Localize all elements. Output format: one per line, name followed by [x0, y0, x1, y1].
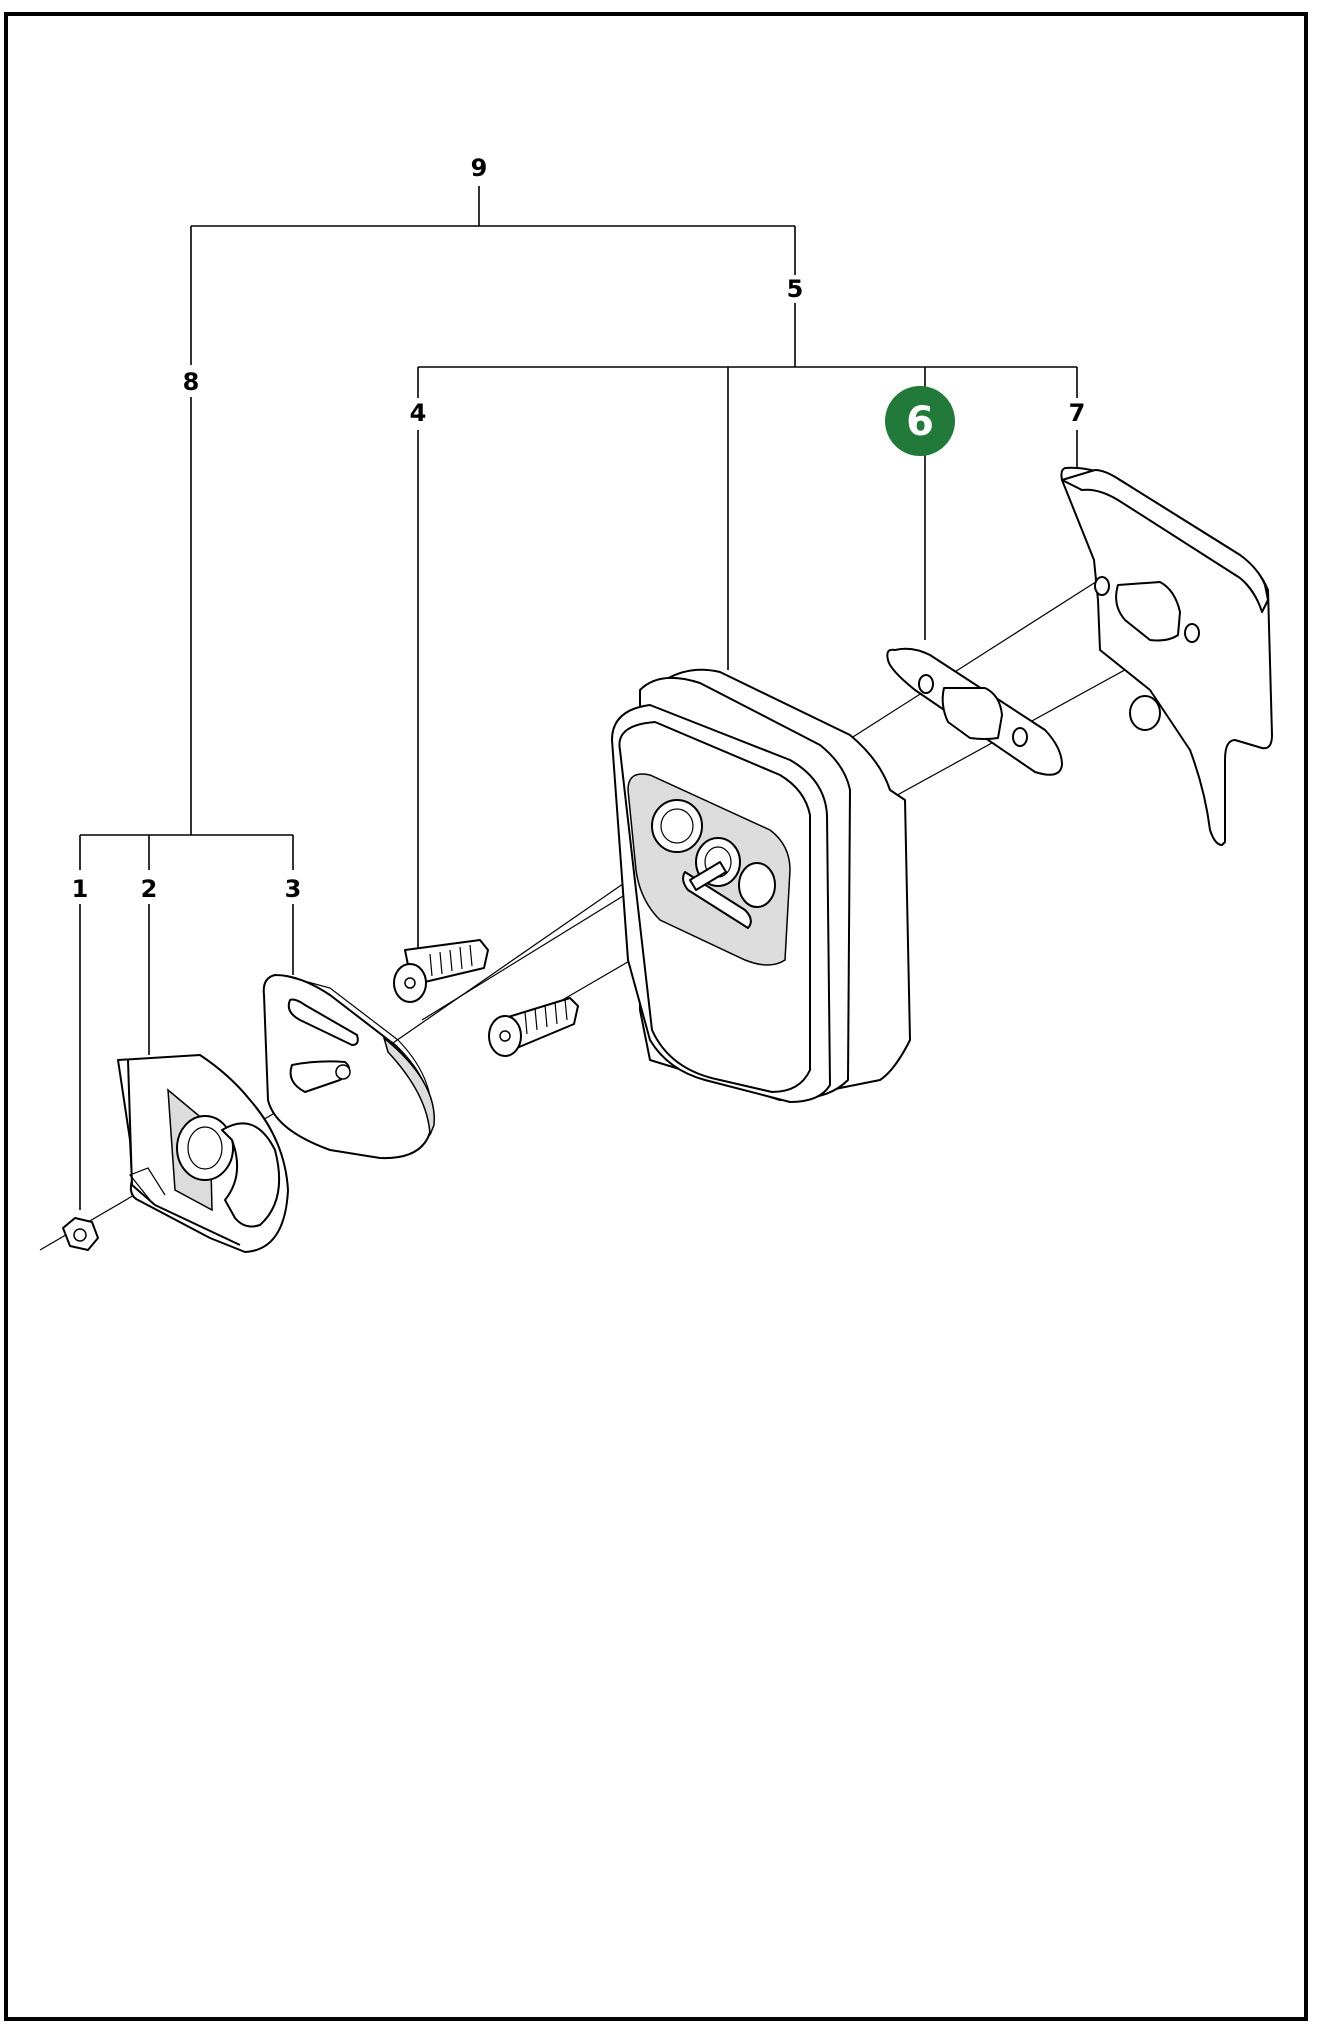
leader-lines	[79, 186, 1078, 1210]
part-4-screws	[393, 939, 579, 1057]
callout-4: 4	[410, 399, 427, 427]
callout-6: 6	[906, 399, 934, 445]
part-5-muffler	[611, 668, 911, 1103]
part-6-gasket	[886, 647, 1063, 776]
callout-8: 8	[183, 368, 200, 396]
part-7-heat-shield	[1060, 466, 1273, 846]
part-2-deflector	[117, 1054, 289, 1253]
callout-9: 9	[471, 154, 488, 182]
part-1-nut	[62, 1217, 99, 1251]
callout-2: 2	[141, 875, 158, 903]
part-3-plate	[262, 974, 435, 1160]
callout-1: 1	[72, 875, 89, 903]
callout-3: 3	[285, 875, 302, 903]
callout-7: 7	[1069, 399, 1086, 427]
highlight-badge	[885, 386, 955, 456]
callout-labels: 9 5 8 4 6 7 1 2 3	[72, 154, 1086, 903]
callout-5: 5	[787, 275, 804, 303]
